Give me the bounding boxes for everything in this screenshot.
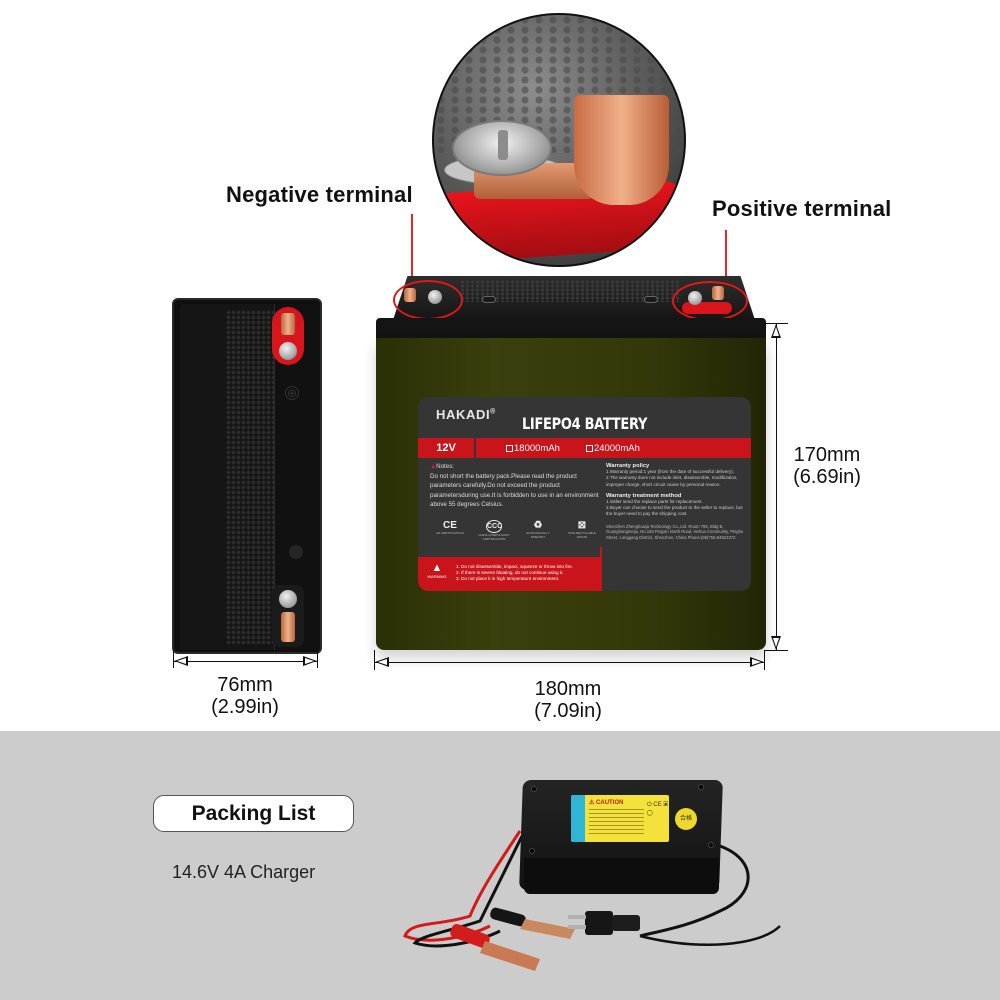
battery-label: HAKADI® LIFEPO4 BATTERY 12V 18000mAh 240… — [418, 397, 751, 591]
charger-base — [524, 858, 719, 894]
sticker-blue-strip — [571, 795, 585, 842]
width-extension-right — [317, 650, 318, 668]
positive-callout-line — [725, 230, 727, 282]
label-divider — [600, 547, 602, 591]
brand-name: HAKADI® — [436, 407, 496, 422]
notes-text: Do not short the battery pack.Please rea… — [430, 472, 599, 509]
screw-hole — [529, 848, 535, 854]
qc-pass-badge: 合格 — [675, 808, 697, 830]
height-dimension-line — [776, 324, 777, 650]
battery-side-view — [172, 298, 322, 654]
warning-list: 1. Do not disassemble, impact, squeeze o… — [456, 564, 573, 582]
sticker-cert-icons: ⏻ CE ▣ ◯ — [647, 802, 668, 817]
arrow-down-icon — [771, 636, 781, 650]
arrow-up-icon — [771, 324, 781, 338]
terminal-closeup-image — [432, 13, 686, 267]
positive-terminal-highlight — [672, 281, 748, 321]
recycle-icon: ♻ECOLOGICALLY FRIENDLY — [526, 520, 550, 539]
caution-text: ⚠ CAUTION — [589, 800, 624, 806]
charger-caution-sticker: ⚠ CAUTION ⏻ CE ▣ ◯ — [571, 795, 669, 842]
copper-terminal-lug — [574, 95, 669, 205]
checkbox-icon — [506, 444, 513, 452]
power-plug-icon — [568, 911, 640, 935]
length-dimension-line — [375, 662, 764, 663]
positive-screw-icon — [688, 291, 702, 305]
side-negative-screw-icon — [279, 590, 297, 608]
notes-block: ▲Notes: Do not short the battery pack.Pl… — [430, 462, 600, 510]
side-vent-grid — [226, 310, 276, 644]
positive-red-cover — [682, 302, 732, 314]
lid-vent-grid — [460, 280, 680, 302]
warranty-treatment-item: 2.Buyer can choose to send the product t… — [606, 505, 743, 517]
sticker-fine-print — [589, 809, 644, 837]
notes-heading: ▲Notes: — [430, 463, 455, 470]
spec-bar: 12V 18000mAh 24000mAh — [418, 438, 751, 458]
product-title: LIFEPO4 BATTERY — [521, 415, 648, 434]
company-address: Shenzhen Zhenghuaija Technology Co.,Ltd.… — [606, 523, 744, 540]
height-extension-top — [764, 323, 788, 324]
positive-lug — [712, 286, 724, 300]
warranty-policy-item: 2.The warranty does not include inlet, d… — [606, 475, 738, 487]
length-extension-left — [374, 650, 375, 670]
warning-bar: ▲WARNING 1. Do not disassemble, impact, … — [418, 557, 600, 591]
arrow-right-icon — [303, 656, 317, 666]
warning-icon: ▲WARNING — [427, 562, 447, 579]
length-dimension-label: 180mm (7.09in) — [534, 678, 602, 722]
crossed-bin-icon: ⊠NON-RECYCLABLE WASTE — [568, 520, 596, 539]
warranty-policy-heading: Warranty policy — [606, 463, 650, 469]
checkbox-icon — [585, 444, 593, 452]
length-extension-right — [764, 650, 765, 670]
arrow-left-icon — [174, 656, 188, 666]
red-alligator-clip-icon — [450, 923, 540, 971]
capacity-option-24000: 24000mAh — [585, 443, 640, 454]
negative-screw-icon — [428, 290, 442, 304]
black-alligator-clip-icon — [490, 907, 575, 939]
arrow-right-icon — [750, 657, 764, 667]
screw-hole — [708, 842, 714, 848]
charger-cables-image — [403, 830, 781, 971]
negative-terminal-label: Negative terminal — [226, 182, 413, 207]
plus-symbol-icon: ⊕ — [285, 386, 299, 400]
lid-vent-left — [482, 296, 496, 303]
screw-hole — [698, 784, 704, 790]
height-extension-bottom — [764, 650, 788, 651]
warranty-block: Warranty policy 1.Warranty period:1 year… — [606, 463, 746, 540]
terminal-screw-icon — [452, 120, 552, 176]
height-dimension-label: 170mm (6.69in) — [793, 444, 861, 488]
side-positive-lug — [281, 313, 295, 335]
voltage-value: 12V — [418, 438, 476, 458]
screw-hole — [531, 786, 537, 792]
warning-triangle-icon: ▲ — [430, 463, 437, 470]
warranty-treatment-heading: Warranty treatment method — [606, 492, 682, 499]
warranty-policy-item: 1.Warranty period:1 year (from the date … — [606, 469, 734, 475]
width-extension-left — [173, 650, 174, 668]
side-plug-dot — [289, 545, 303, 559]
negative-lug — [404, 288, 416, 302]
negative-callout-line — [411, 214, 413, 286]
side-positive-screw-icon — [279, 342, 297, 360]
lid-vent-right — [644, 296, 658, 303]
packing-list-heading: Packing List — [153, 795, 354, 832]
width-dimension-label: 76mm (2.99in) — [211, 674, 279, 718]
width-dimension-line — [174, 661, 317, 662]
capacity-option-18000: 18000mAh — [506, 443, 560, 454]
positive-terminal-label: Positive terminal — [712, 196, 892, 221]
packing-list-item: 14.6V 4A Charger — [172, 862, 316, 882]
battery-top-rim — [376, 318, 766, 340]
warranty-treatment-item: 1.Seller send the replace parts for repl… — [606, 499, 703, 505]
side-negative-lug — [281, 612, 295, 642]
arrow-left-icon — [375, 657, 389, 667]
